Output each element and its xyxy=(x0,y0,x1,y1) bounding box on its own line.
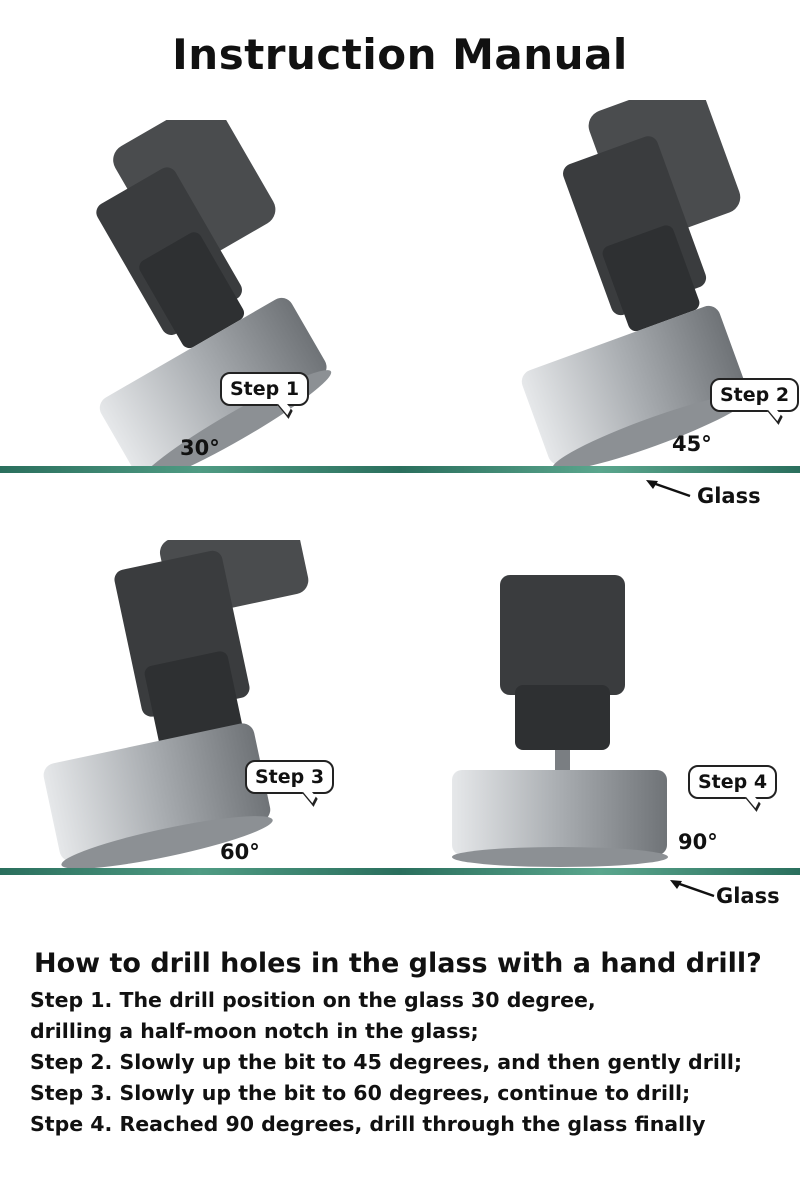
glass-surface-top xyxy=(0,466,800,473)
step-line-5: Stpe 4. Reached 90 degrees, drill throug… xyxy=(30,1112,706,1136)
step-bubble-2: Step 2 xyxy=(710,378,800,412)
angle-label-2: 45° xyxy=(672,432,712,456)
drill-photo-step-2 xyxy=(470,100,800,470)
arrow-icon xyxy=(670,880,715,898)
step-line-4: Step 3. Slowly up the bit to 60 degrees,… xyxy=(30,1081,691,1105)
angle-label-4: 90° xyxy=(678,830,718,854)
step-bubble-1: Step 1 xyxy=(220,372,310,406)
drill-illustration-30 xyxy=(96,120,332,470)
drill-photo-step-4 xyxy=(440,575,680,870)
step-line-1: Step 1. The drill position on the glass … xyxy=(30,988,596,1012)
glass-label-bottom: Glass xyxy=(716,884,780,908)
angle-label-1: 30° xyxy=(180,436,220,460)
arrow-icon xyxy=(646,480,691,498)
steps-list: Step 1. The drill position on the glass … xyxy=(30,985,742,1140)
drill-photo-step-1 xyxy=(10,120,350,470)
drill-illustration-45 xyxy=(521,100,751,470)
howto-heading: How to drill holes in the glass with a h… xyxy=(34,948,762,979)
glass-surface-bottom xyxy=(0,868,800,875)
drill-illustration-90 xyxy=(452,575,668,867)
drill-photo-step-3 xyxy=(15,540,355,870)
step-bubble-3: Step 3 xyxy=(245,760,335,794)
glass-label-top: Glass xyxy=(697,484,761,508)
page-title: Instruction Manual xyxy=(172,30,628,79)
step-bubble-4: Step 4 xyxy=(688,765,778,799)
drill-illustration-60 xyxy=(43,540,309,869)
angle-label-3: 60° xyxy=(220,840,260,864)
step-line-2: drilling a half-moon notch in the glass; xyxy=(30,1019,479,1043)
step-line-3: Step 2. Slowly up the bit to 45 degrees,… xyxy=(30,1050,743,1074)
